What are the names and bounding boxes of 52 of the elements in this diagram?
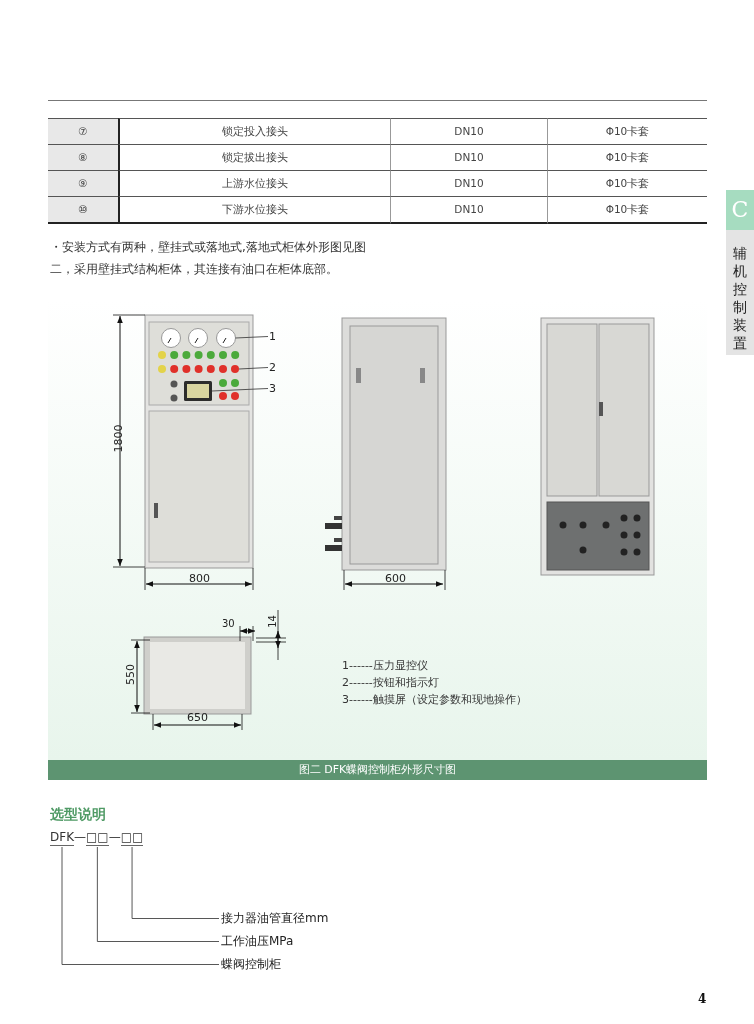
leader-line [96, 846, 220, 942]
callout-number: 2 [269, 361, 276, 374]
description-text: 蝶阀控制柜 [221, 956, 281, 973]
table-cell: ⑨ [48, 170, 118, 196]
model-code-part: □□ [120, 830, 144, 846]
leader-line [211, 388, 269, 392]
table-cell: 锁定投入接头 [118, 118, 390, 144]
table-cell: 锁定拔出接头 [118, 144, 390, 170]
table-cell: ⑦ [48, 118, 118, 144]
model-code-part: □□ [86, 830, 109, 846]
section-band: 辅机控制装置 [726, 230, 754, 355]
leader-line [238, 367, 269, 370]
touch-screen [184, 381, 212, 401]
model-code-part: DFK [50, 830, 74, 846]
table-cell: 上游水位接头 [118, 170, 390, 196]
key-text: 1------压力显控仪 [342, 658, 428, 673]
dimension-text: 800 [189, 572, 210, 585]
dimension-text: 650 [187, 711, 208, 724]
table-cell: DN10 [390, 196, 547, 224]
table-cell: Φ10卡套 [547, 196, 707, 224]
table-cell: DN10 [390, 118, 547, 144]
leader-line [61, 846, 220, 965]
table-cell: DN10 [390, 144, 547, 170]
model-code-dash: — [74, 830, 86, 844]
section-tab: C [726, 190, 754, 230]
section-heading: 选型说明 [50, 806, 106, 824]
description-text: 接力器油管直径mm [221, 910, 329, 927]
table-cell: Φ10卡套 [547, 144, 707, 170]
indicator-button [231, 365, 239, 373]
paragraph-text: ・安装方式有两种，壁挂式或落地式,落地式柜体外形图见图二，采用壁挂式结构柜体，其连接有油口在柜体底部。 [50, 239, 367, 278]
callout-number: 1 [269, 330, 276, 343]
leader-line [131, 846, 220, 919]
table-cell: ⑩ [48, 196, 118, 224]
dimension-text: 30 [222, 618, 235, 629]
table-cell: 下游水位接头 [118, 196, 390, 224]
table-cell: ⑧ [48, 144, 118, 170]
table-cell: DN10 [390, 170, 547, 196]
description-text: 工作油压MPa [221, 933, 294, 950]
pressure-gauge [216, 328, 236, 348]
key-text: 2------按钮和指示灯 [342, 675, 439, 690]
table-cell: Φ10卡套 [547, 170, 707, 196]
caption-bar: 图二 DFK蝶阀控制柜外形尺寸图 [48, 760, 707, 780]
model-code-dash: — [108, 830, 121, 844]
key-text: 3------触摸屏（设定参数和现地操作） [342, 692, 527, 707]
dimension-text: 1800 [111, 424, 125, 453]
callout-number: 3 [269, 382, 276, 395]
leader-line [235, 336, 269, 339]
page-number: 4 [698, 992, 707, 1006]
dimension-text: 14 [266, 615, 278, 628]
dimension-text: 550 [124, 664, 137, 685]
table-cell: Φ10卡套 [547, 118, 707, 144]
dimension-text: 600 [385, 572, 406, 585]
